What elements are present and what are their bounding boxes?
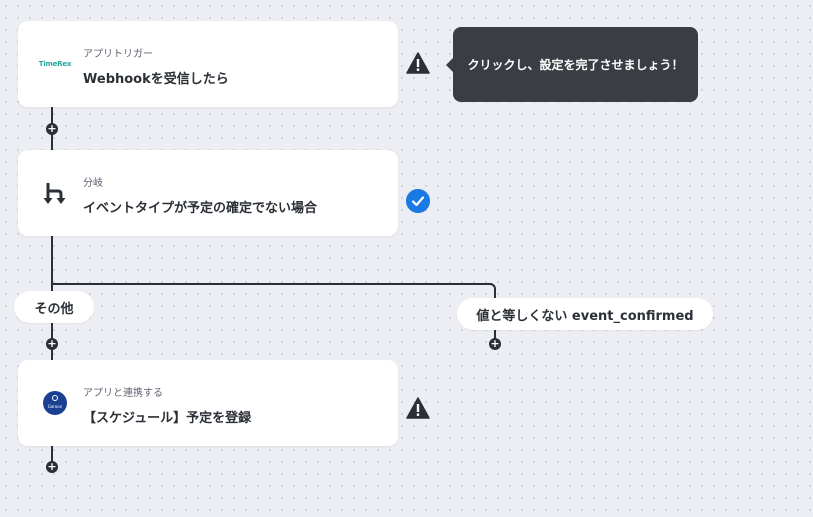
- garoon-logo: Garoon: [40, 388, 70, 418]
- add-step-button[interactable]: +: [46, 337, 58, 350]
- branch-title: イベントタイプが予定の確定でない場合: [83, 201, 318, 216]
- add-step-button[interactable]: +: [46, 122, 58, 135]
- trigger-subtitle: アプリトリガー: [83, 49, 153, 60]
- branch-line-horizontal: [51, 283, 492, 285]
- timerex-logo-text: TimeRex: [38, 60, 72, 68]
- action-subtitle: アプリと連携する: [83, 388, 163, 399]
- action-title: 【スケジュール】予定を登録: [83, 411, 252, 426]
- trigger-title: Webhookを受信したら: [83, 72, 229, 87]
- garoon-logo-circle: Garoon: [43, 391, 67, 415]
- tooltip: クリックし、設定を完了させましょう！: [446, 27, 698, 102]
- garoon-logo-text: Garoon: [47, 404, 63, 409]
- branch-label-condition[interactable]: 値と等しくない event_confirmed: [457, 298, 713, 330]
- branch-label-condition-text: 値と等しくない event_confirmed: [476, 308, 694, 324]
- branch-line-corner: [487, 283, 496, 292]
- add-step-button[interactable]: +: [46, 460, 58, 473]
- tooltip-arrow: [446, 58, 453, 72]
- tooltip-text: クリックし、設定を完了させましょう！: [467, 58, 684, 72]
- branch-icon-svg: [43, 183, 66, 204]
- branch-icon: [40, 178, 70, 208]
- branch-label-other[interactable]: その他: [14, 291, 94, 323]
- action-card[interactable]: Garoon アプリと連携する 【スケジュール】予定を登録: [18, 360, 398, 446]
- trigger-card[interactable]: TimeRex アプリトリガー Webhookを受信したら: [18, 21, 398, 107]
- branch-label-other-text: その他: [34, 301, 74, 317]
- warning-icon[interactable]: [406, 397, 430, 419]
- garoon-logo-mark: [52, 395, 58, 401]
- branch-card[interactable]: 分岐 イベントタイプが予定の確定でない場合: [18, 150, 398, 236]
- add-step-button[interactable]: +: [489, 337, 501, 350]
- connector-line-3: [51, 445, 53, 467]
- warning-icon[interactable]: [406, 52, 430, 74]
- timerex-logo: TimeRex: [38, 49, 72, 79]
- branch-subtitle: 分岐: [83, 178, 103, 189]
- check-icon: [406, 189, 430, 213]
